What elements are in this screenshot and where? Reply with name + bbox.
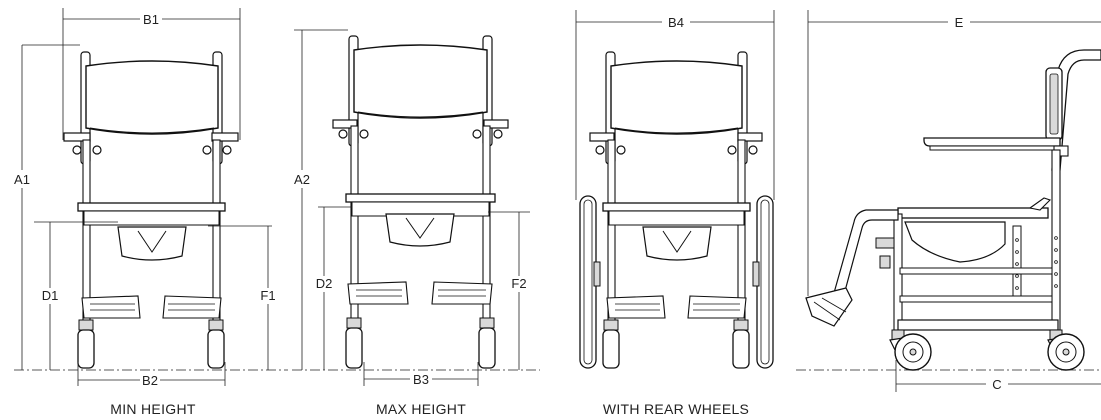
view-max-height: A2 D2 F2 B3 MAX HEIGHT — [292, 29, 540, 417]
chair-front-max — [332, 35, 509, 369]
view-rear-wheels: B4 WITH REAR WHEELS — [575, 10, 775, 417]
dim-label-b3: B3 — [413, 372, 429, 387]
dim-label-d2: D2 — [316, 276, 333, 291]
chair-front-min — [63, 51, 239, 369]
dimension-lines-side — [796, 10, 1101, 392]
dimension-lines-max — [292, 29, 540, 386]
view-side: E C — [796, 10, 1101, 392]
dim-label-f2: F2 — [511, 276, 526, 291]
caption-rear-wheels: WITH REAR WHEELS — [603, 401, 749, 417]
dim-label-f1: F1 — [260, 288, 275, 303]
dim-label-b2: B2 — [142, 373, 158, 388]
dim-label-a2: A2 — [294, 172, 310, 187]
chair-front-rear-wheels — [579, 51, 774, 369]
dimension-lines-rear-wheels — [575, 10, 775, 200]
dim-label-b4: B4 — [668, 15, 684, 30]
caption-min-height: MIN HEIGHT — [110, 401, 196, 417]
chair-side — [805, 49, 1101, 371]
caption-max-height: MAX HEIGHT — [376, 401, 466, 417]
view-min-height: B1 A1 D1 F1 B2 MIN HEIGHT — [14, 8, 288, 417]
dim-label-c: C — [992, 377, 1001, 392]
dim-label-e: E — [955, 15, 964, 30]
dimension-lines-min — [14, 8, 288, 386]
dim-label-d1: D1 — [42, 288, 59, 303]
dim-label-b1: B1 — [143, 12, 159, 27]
dim-label-a1: A1 — [14, 172, 30, 187]
